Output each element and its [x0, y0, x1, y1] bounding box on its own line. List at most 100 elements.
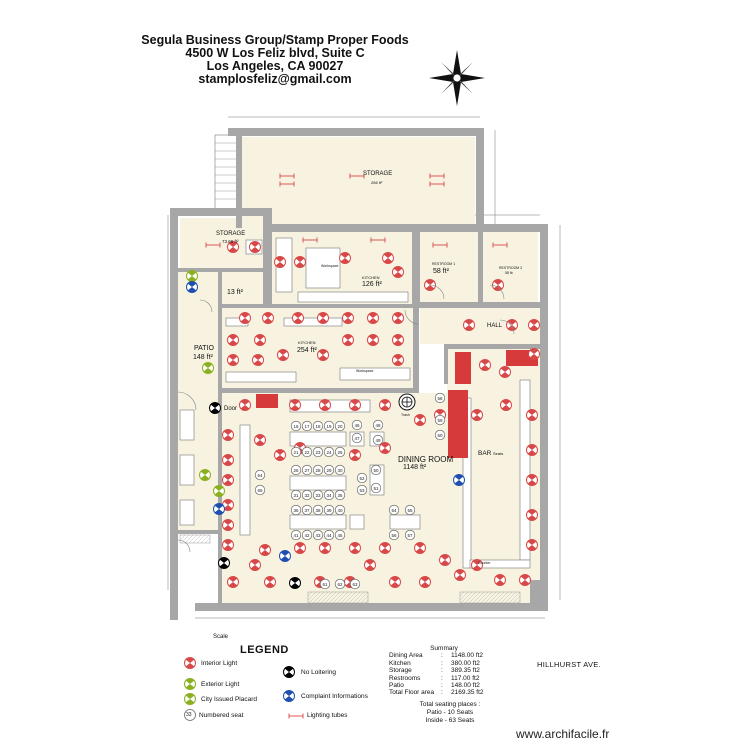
interior-light-icon	[222, 519, 234, 531]
room-area-restroom1: 58 ft²	[433, 268, 449, 275]
seat-number: 44	[326, 533, 332, 538]
seat-number: 47	[354, 436, 360, 441]
interior-light-icon	[414, 414, 426, 426]
room-label-bar-seats: Seats	[493, 451, 504, 456]
header-company: Segula Business Group/Stamp Proper Foods	[141, 33, 409, 47]
interior-light-icon	[526, 474, 538, 486]
seat-marker	[312, 464, 324, 476]
interior-light-icon	[392, 334, 404, 346]
seat-marker	[301, 446, 313, 458]
interior-light-icon	[239, 312, 251, 324]
interior-light-icon	[339, 252, 351, 264]
summary-colon: :	[441, 689, 443, 697]
label-workspace-1: Workspace	[321, 264, 339, 268]
door-swings	[177, 284, 515, 553]
seat-number: 39	[326, 508, 332, 513]
seat-number: 56	[391, 533, 397, 538]
interior-light-icon	[264, 576, 276, 588]
interior-light-icon	[222, 454, 234, 466]
header-email: stamplosfeliz@gmail.com	[198, 72, 352, 86]
seat-marker	[290, 420, 302, 432]
room-label-dining: DINING ROOM	[398, 455, 454, 464]
interior-light-icon	[379, 399, 391, 411]
seat-marker	[290, 489, 302, 501]
seat-marker	[370, 464, 382, 476]
interior-light-icon	[294, 542, 306, 554]
interior-light-icon	[367, 312, 379, 324]
interior-light-icon	[227, 354, 239, 366]
seat-marker	[301, 529, 313, 541]
interior-light-icon	[389, 576, 401, 588]
legend-numbered-seat: Numbered seat	[199, 712, 244, 719]
summary-key: Restrooms	[389, 674, 421, 682]
seat-number: 21	[293, 450, 299, 455]
seat-marker	[301, 420, 313, 432]
seat-marker	[372, 419, 384, 431]
seat-number: 30	[337, 468, 343, 473]
interior-light-icon	[227, 576, 239, 588]
label-workspace-2: Workspace	[356, 369, 374, 373]
interior-light-icon	[294, 256, 306, 268]
interior-light-icon	[526, 444, 538, 456]
seat-number: 36	[293, 508, 299, 513]
seat-marker	[404, 529, 416, 541]
seat-number: 34	[326, 493, 332, 498]
summary-value: 148.00 ft2	[451, 682, 480, 690]
seat-number: 38	[315, 508, 321, 513]
summary-key: Patio	[389, 682, 404, 690]
interior-light-icon	[222, 539, 234, 551]
interior-light-icon	[262, 312, 274, 324]
seat-marker	[312, 446, 324, 458]
scale-label: Scale	[213, 634, 229, 640]
seat-number: 42	[304, 533, 310, 538]
interior-light-icon	[526, 539, 538, 551]
seat-marker	[334, 578, 346, 590]
interior-light-icon	[494, 574, 506, 586]
trash-icon	[398, 393, 416, 411]
room-area-kitchen-main: 254 ft²	[297, 347, 317, 354]
legend-exterior-light: Exterior Light	[201, 681, 240, 688]
watermark: www.archifacile.fr	[516, 727, 610, 741]
seat-marker	[254, 484, 266, 496]
seat-marker	[388, 504, 400, 516]
seat-marker	[312, 504, 324, 516]
label-door: Door	[224, 406, 238, 412]
interior-light-icon	[249, 559, 261, 571]
room-area-storage-top: 266 ft²	[371, 180, 383, 185]
legend-complaint: Complaint Informations	[301, 693, 368, 700]
summary-colon: :	[441, 682, 443, 690]
seat-marker	[323, 529, 335, 541]
seat-number: 32	[304, 493, 310, 498]
summary-value: 117.00 ft2	[451, 674, 480, 682]
seat-marker	[312, 420, 324, 432]
interior-light-icon	[364, 559, 376, 571]
seat-number: 48	[375, 423, 381, 428]
room-area-dining: 1148 ft²	[403, 464, 427, 471]
header-city: Los Angeles, CA 90027	[206, 59, 344, 73]
interior-light-icon	[471, 409, 483, 421]
interior-light-icon	[479, 359, 491, 371]
seat-number: 63	[352, 582, 358, 587]
room-area-small: 13 ft²	[227, 289, 243, 296]
legend-city-placard: City Issued Placard	[201, 696, 257, 703]
interior-light-icon	[254, 334, 266, 346]
interior-light-icon	[528, 319, 540, 331]
interior-light-icon	[349, 449, 361, 461]
seat-marker	[323, 464, 335, 476]
summary-colon: :	[441, 674, 443, 682]
interior-light-icon	[252, 354, 264, 366]
walls	[170, 128, 548, 620]
interior-light-icon	[367, 334, 379, 346]
legend-seat-example: 33	[186, 712, 192, 718]
interior-light-icon	[292, 312, 304, 324]
label-trash: Trash	[401, 413, 410, 417]
seat-number: 43	[315, 533, 321, 538]
interior-light-icon	[319, 399, 331, 411]
interior-light-icon	[414, 542, 426, 554]
seat-marker	[290, 464, 302, 476]
interior-light-icon	[274, 256, 286, 268]
stairs	[214, 134, 238, 211]
seat-marker	[370, 482, 382, 494]
interior-light-icon	[499, 366, 511, 378]
interior-light-icon	[528, 348, 540, 360]
